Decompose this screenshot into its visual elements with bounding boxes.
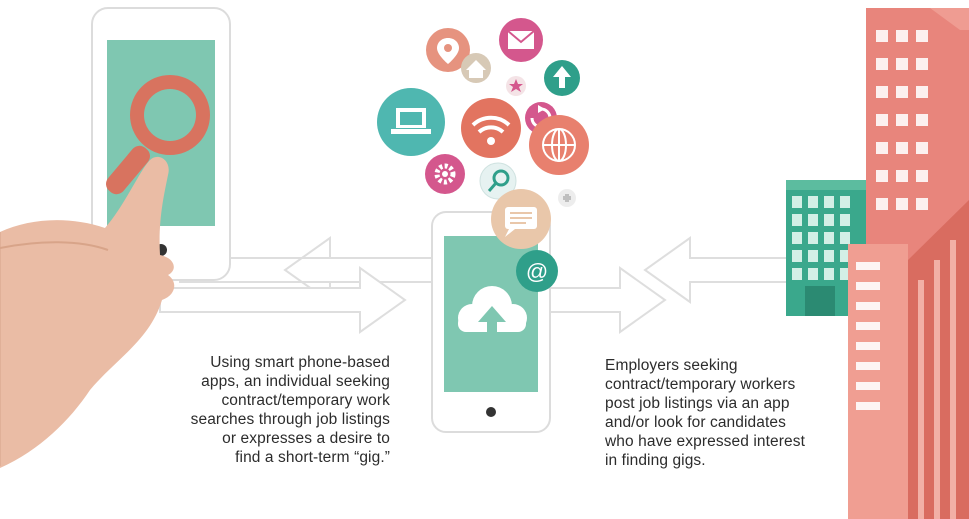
gear-bubble bbox=[425, 154, 465, 194]
wifi-bubble bbox=[461, 98, 521, 158]
employer-caption-line: who have expressed interest bbox=[605, 433, 806, 450]
laptop-bubble bbox=[377, 88, 445, 156]
worker-caption-line: Using smart phone-based bbox=[210, 354, 390, 371]
chat-bubble bbox=[491, 189, 551, 249]
employer-caption: Employers seeking contract/temporary wor… bbox=[605, 356, 895, 470]
employer-caption-line: Employers seeking bbox=[605, 357, 738, 374]
worker-caption-line: or expresses a desire to bbox=[222, 430, 390, 447]
magnifier-icon bbox=[106, 75, 210, 195]
cloud-upload-icon bbox=[458, 286, 527, 344]
location-pin-bubble bbox=[426, 28, 470, 72]
cloud-phone-home-button bbox=[486, 407, 496, 417]
home-bubble bbox=[461, 53, 491, 83]
envelope-bubble bbox=[499, 18, 543, 62]
star-bubble bbox=[506, 76, 526, 96]
employer-caption-line: contract/temporary workers bbox=[605, 376, 796, 393]
worker-caption-line: apps, an individual seeking bbox=[201, 373, 390, 390]
worker-phone bbox=[91, 7, 231, 281]
pink-building-front bbox=[848, 244, 908, 519]
worker-caption-line: contract/temporary work bbox=[221, 392, 390, 409]
at-sign-bubble: @ bbox=[516, 250, 558, 292]
icon-cloud: @ bbox=[377, 18, 589, 292]
employer-caption-line: and/or look for candidates bbox=[605, 414, 786, 431]
worker-caption-line: find a short-term “gig.” bbox=[235, 449, 390, 466]
pink-building-stripes bbox=[908, 200, 969, 519]
pointing-hand bbox=[0, 156, 175, 468]
at-sign-label: @ bbox=[526, 259, 548, 284]
search-bubble bbox=[479, 162, 517, 200]
upload-bubble bbox=[544, 60, 580, 96]
worker-caption-line: searches through job listings bbox=[190, 411, 390, 428]
globe-bubble bbox=[529, 115, 589, 175]
plus-bubble bbox=[558, 189, 576, 207]
worker-caption: Using smart phone-based apps, an individ… bbox=[120, 353, 390, 467]
employer-caption-line: post job listings via an app bbox=[605, 395, 790, 412]
cloud-phone bbox=[431, 211, 551, 433]
employer-caption-line: in finding gigs. bbox=[605, 452, 706, 469]
arrow-from-worker bbox=[159, 266, 407, 334]
arrow-to-employer bbox=[643, 236, 791, 304]
